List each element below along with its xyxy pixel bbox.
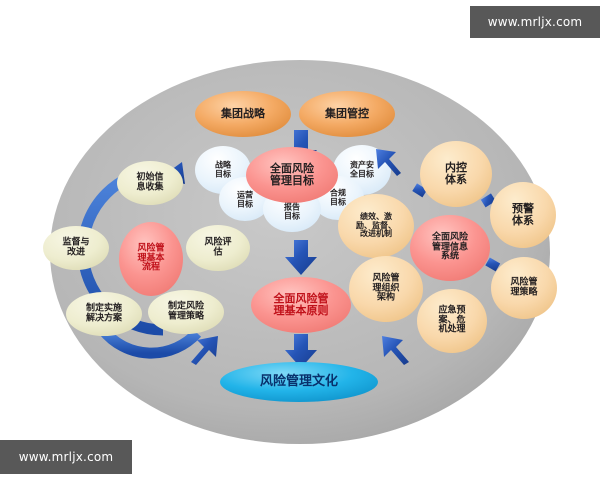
arrow-bottomleft-up bbox=[191, 336, 218, 365]
watermark-top: www.mrljx.com bbox=[470, 6, 600, 38]
right-cluster-nodes bbox=[338, 141, 557, 353]
left-cycle-nodes bbox=[43, 161, 250, 336]
arrow-principles-to-culture bbox=[285, 334, 317, 368]
shape-principles bbox=[251, 277, 351, 333]
arrow-bottomright-up bbox=[382, 336, 409, 365]
watermark-bottom: www.mrljx.com bbox=[0, 440, 132, 474]
shape-group-control bbox=[299, 91, 395, 137]
arrow-cloud-to-principles bbox=[285, 240, 317, 275]
shape-culture bbox=[220, 362, 378, 402]
shape-group-strategy bbox=[195, 91, 291, 137]
center-cloud-cluster bbox=[195, 145, 391, 232]
arrow-right-up bbox=[376, 149, 401, 176]
